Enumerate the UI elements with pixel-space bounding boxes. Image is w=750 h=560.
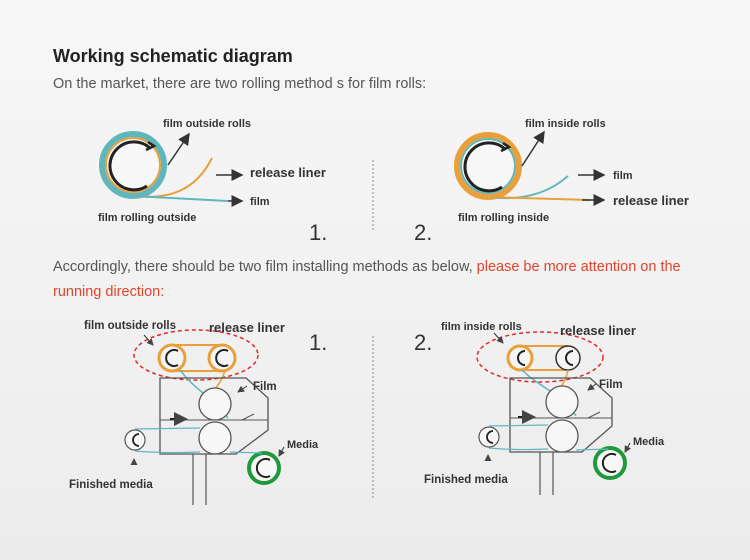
br-finished-label: Finished media [424, 474, 508, 486]
roll-pointer [493, 332, 504, 344]
machine-diagram-inside [476, 331, 631, 495]
outside-caption: film rolling outside [98, 212, 196, 224]
finished-media-path [488, 424, 549, 451]
inside-lower-output-label: release liner [613, 193, 689, 208]
media-pointer [278, 446, 285, 457]
br-film-label: Film [599, 379, 623, 391]
media-path [229, 451, 263, 454]
finished-media-core [132, 433, 140, 447]
machine-diagram-outside [124, 329, 285, 505]
liner-roll [555, 345, 581, 371]
media-pointer [624, 442, 631, 453]
outside-roll-core [108, 140, 152, 192]
bl-media-label: Media [287, 439, 319, 451]
rolls-highlight-ellipse [133, 329, 259, 381]
inside-liner-line [487, 196, 591, 201]
lower-laminating-roller [198, 421, 232, 455]
film-pointer [587, 383, 597, 391]
page-title: Working schematic diagram [53, 46, 293, 66]
outside-roll-pointer [167, 132, 190, 166]
laminator-body [159, 377, 269, 455]
outside-film-line [132, 195, 229, 202]
intro-text: On the market, there are two rolling met… [53, 76, 427, 92]
media-roll [247, 451, 281, 485]
bl-finished-label: Finished media [69, 479, 153, 491]
inside-roll-pointer [521, 130, 545, 167]
guide-plate [587, 411, 601, 419]
rolls-highlight-ellipse [476, 331, 604, 383]
film-roll-core [165, 349, 179, 367]
liner-roll-core [565, 350, 574, 366]
outside-upper-output-label: release liner [250, 165, 326, 180]
bottom-left-number: 1. [309, 330, 327, 355]
inside-roll-layer [460, 138, 516, 194]
lower-laminating-roller [545, 419, 579, 453]
top-right-number: 2. [414, 220, 432, 245]
top-left-number: 1. [309, 220, 327, 245]
roll-pointer [143, 334, 154, 346]
finished-media-core [486, 430, 494, 444]
outside-lower-output-label: film [250, 196, 270, 208]
outside-roll-label: film outside rolls [163, 118, 251, 130]
bl-film-label: Film [253, 381, 277, 393]
finished-media-roll [124, 429, 146, 451]
installing-methods-normal: Accordingly, there should be two film in… [53, 259, 477, 275]
film-roll [506, 344, 534, 372]
inside-roll-core-arrow [500, 141, 512, 153]
media-path [575, 448, 609, 451]
film-pointer [237, 385, 248, 393]
laminator-body [509, 377, 613, 453]
film-roll-core [517, 350, 526, 366]
bl-roll-label: film outside rolls [84, 320, 176, 332]
finished-media-path [134, 427, 201, 454]
inside-upper-output-label: film [613, 170, 633, 182]
media-roll-core [255, 458, 271, 478]
br-liner-label: release liner [560, 323, 636, 338]
br-roll-label: film inside rolls [441, 321, 522, 333]
film-roll [157, 343, 187, 373]
outside-roll-layer [105, 137, 161, 193]
liner-roll [207, 343, 237, 373]
br-media-label: Media [633, 436, 665, 448]
bl-liner-label: release liner [209, 320, 285, 335]
liner-roll-core [215, 349, 229, 367]
finished-media-roll [478, 426, 500, 448]
guide-plate [241, 413, 255, 421]
inside-roll-label: film inside rolls [525, 118, 606, 130]
upper-laminating-roller [545, 385, 579, 419]
roll-diagram-inside [454, 130, 606, 206]
installing-methods-text: Accordingly, there should be two film in… [53, 255, 713, 305]
running-direction-warning: please be more attention on the running … [53, 259, 681, 300]
roll-diagram-outside [99, 131, 244, 207]
media-roll-core [601, 453, 617, 473]
inside-caption: film rolling inside [458, 212, 549, 224]
upper-laminating-roller [198, 387, 232, 421]
outside-roll-core-arrow [145, 140, 157, 152]
inside-roll-core [463, 141, 507, 193]
bottom-right-number: 2. [414, 330, 432, 355]
media-roll [593, 446, 627, 480]
